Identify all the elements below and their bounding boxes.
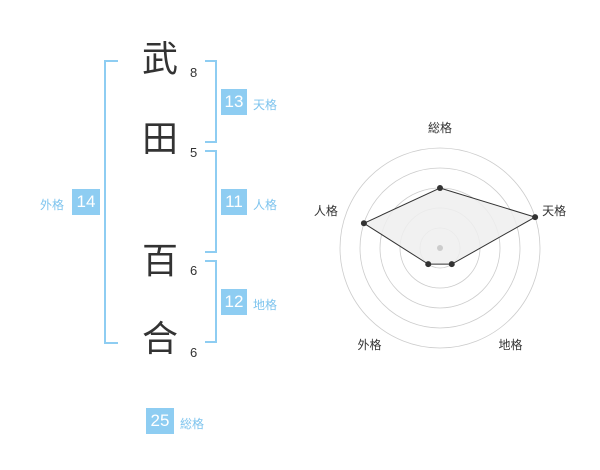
radar-axis-label-4: 外格 [357,337,381,352]
tenkaku-label: 天格 [253,98,278,112]
gaikaku-label: 外格 [40,198,65,212]
radar-ring-4 [359,167,521,329]
radar-series-polygon [362,187,537,265]
jinkaku-value: 11 [221,189,247,215]
tenkaku-value: 13 [221,89,247,115]
name-char-2: 田 [141,119,178,160]
name-char-1: 武 [141,39,178,80]
stroke-count-1: 8 [190,65,198,80]
radar-axis-label-3: 地格 [499,337,523,352]
chikaku-value: 12 [221,289,247,315]
radar-axis-label-2: 天格 [542,203,566,218]
radar-point-3 [448,261,455,268]
radar-point-4 [425,261,432,268]
stroke-count-3: 6 [190,263,198,278]
soukaku-label: 総格 [180,417,205,431]
gaikaku-bracket [104,60,118,344]
name-char-4: 合 [141,319,178,360]
chikaku-label: 地格 [253,298,278,312]
radar-ring-5 [339,147,541,349]
jinkaku-bracket [205,150,217,253]
radar-center-point [437,245,443,251]
gaikaku-value: 14 [72,189,100,215]
radar-axis-label-1: 総格 [428,120,452,135]
name-char-3: 百 [141,241,178,282]
soukaku-value: 25 [146,408,174,434]
jinkaku-label: 人格 [253,198,278,212]
tenkaku-bracket [205,60,217,143]
radar-point-2 [532,214,539,221]
stroke-count-4: 6 [190,345,198,360]
stroke-count-2: 5 [190,145,198,160]
chikaku-bracket [205,260,217,343]
radar-axis-label-5: 人格 [314,203,338,218]
radar-point-5 [360,220,367,227]
radar-point-1 [437,185,443,191]
